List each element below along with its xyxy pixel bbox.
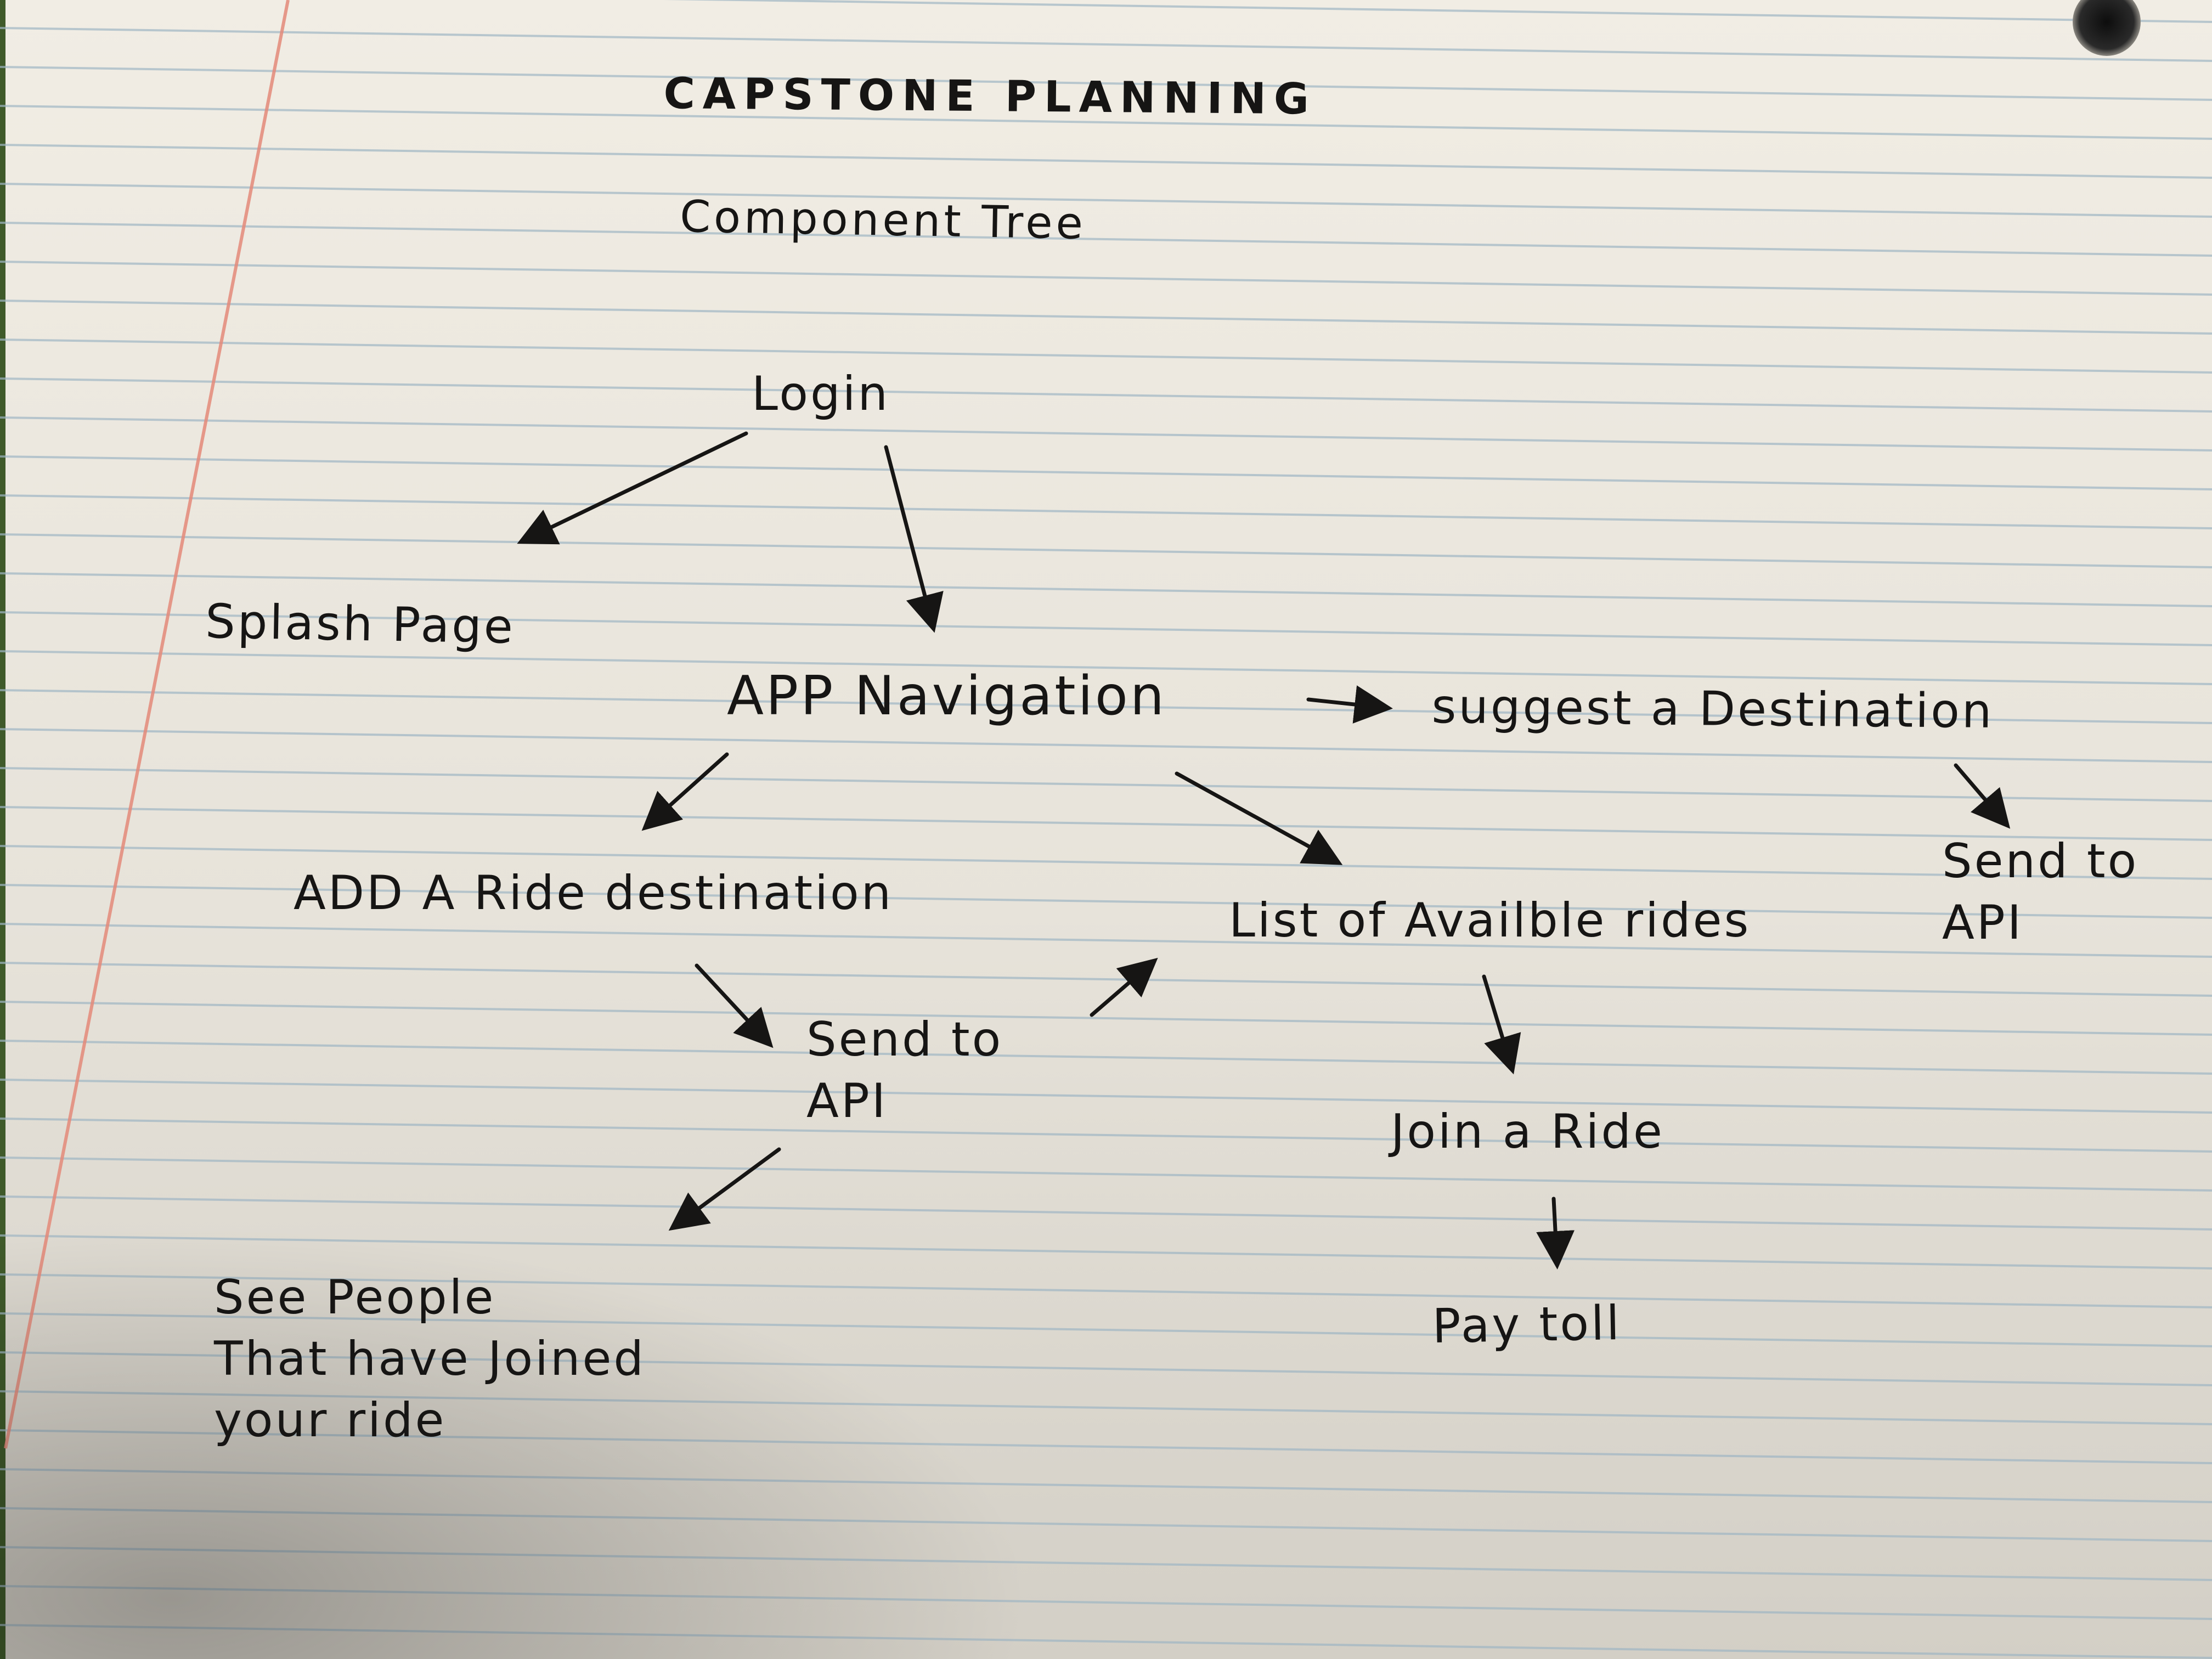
- arrow-api-to-see-people: [668, 1147, 781, 1231]
- hand-shadow: [0, 1042, 1426, 1659]
- rule-line: [0, 261, 2212, 296]
- arrow-nav-to-suggest: [1306, 685, 1393, 724]
- rule-line: [0, 377, 2212, 413]
- arrow-suggest-to-api: [1954, 763, 2011, 829]
- rule-line: [0, 338, 2212, 374]
- rule-line: [0, 416, 2212, 452]
- rule-line: [663, 0, 2212, 23]
- node-app-navigation: APP Navigation: [727, 665, 1166, 727]
- rule-line: [0, 183, 2212, 218]
- arrow-join-to-pay-toll: [1536, 1197, 1575, 1269]
- rule-line: [0, 884, 2212, 919]
- node-login: Login: [752, 366, 890, 421]
- node-send-to-api-middle: Send to API: [806, 1012, 1003, 1128]
- rule-line: [0, 1001, 2212, 1036]
- node-list-available-rides: List of Availble rides: [1229, 893, 1751, 948]
- rule-line: [0, 300, 2212, 335]
- rule-line: [0, 533, 2212, 568]
- node-add-ride-destination: ADD A Ride destination: [294, 866, 894, 921]
- arrow-list-to-join: [1482, 974, 1521, 1075]
- rule-line: [0, 222, 2212, 257]
- node-see-people: See People That have Joined your ride: [214, 1270, 646, 1448]
- rule-line: [0, 494, 2212, 529]
- rule-line: [0, 105, 2212, 140]
- arrow-login-to-app-navigation: [884, 445, 944, 633]
- rule-line: [0, 962, 2212, 997]
- rule-line: [0, 27, 2212, 62]
- rule-line: [0, 767, 2212, 802]
- rule-line: [0, 144, 2212, 179]
- rule-line: [0, 66, 2212, 101]
- rule-line: [0, 923, 2212, 958]
- rule-line: [0, 611, 2212, 646]
- rule-line: [0, 572, 2212, 607]
- arrow-api-to-list: [1090, 957, 1158, 1017]
- node-join-ride: Join a Ride: [1391, 1104, 1664, 1159]
- rule-line: [0, 650, 2212, 685]
- arrow-nav-to-add-ride: [641, 752, 729, 831]
- rule-line: [0, 728, 2212, 763]
- rule-line: [0, 845, 2212, 880]
- binder-hole: [2073, 0, 2141, 56]
- arrow-nav-to-list: [1175, 771, 1343, 865]
- rule-line: [0, 806, 2212, 841]
- rule-line: [0, 689, 2212, 724]
- arrow-login-to-splash: [517, 431, 748, 545]
- rule-line: [0, 455, 2212, 490]
- node-send-to-api-right: Send to API: [1942, 834, 2139, 950]
- arrow-add-ride-to-api: [695, 963, 774, 1048]
